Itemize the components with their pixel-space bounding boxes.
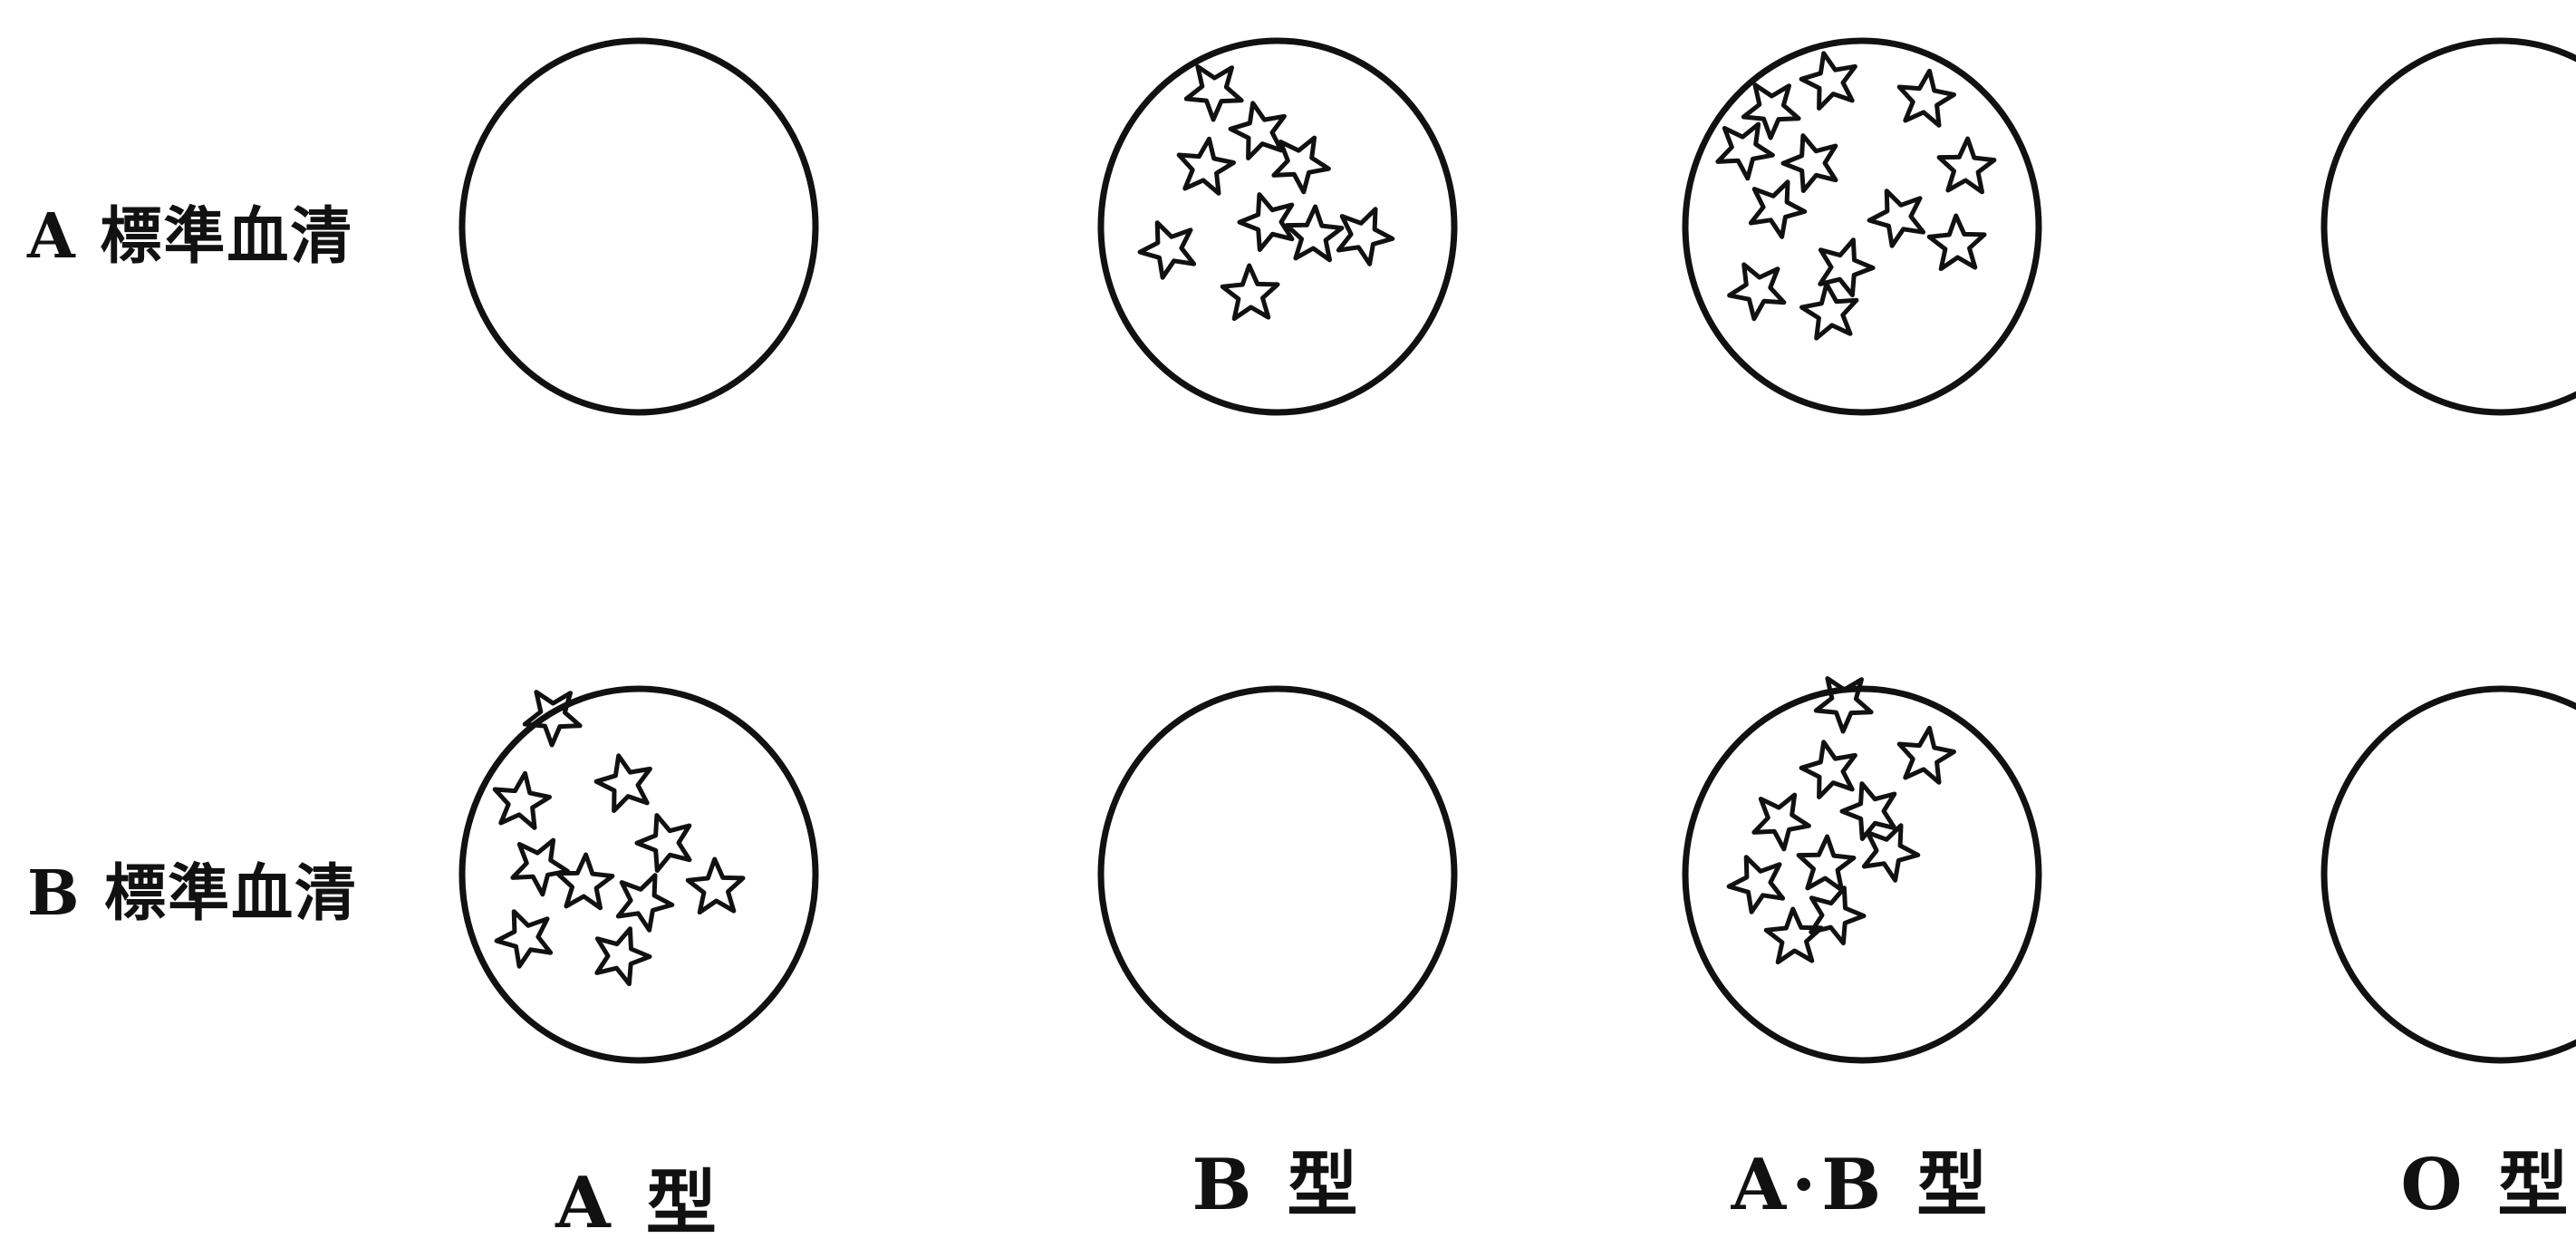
agglutination-star-icon [1754, 795, 1809, 849]
well-row2-col3 [1685, 679, 2039, 1060]
agglutination-star-icon [557, 855, 613, 908]
agglutination-star-icon [1929, 216, 1984, 269]
agglutination-star-icon [513, 840, 568, 895]
agglutination-star-icon [1179, 139, 1233, 193]
agglutination-star-icon [1766, 909, 1821, 963]
well-row2-col1 [462, 689, 815, 1060]
column-label-type-b: B 型 [1192, 1128, 1363, 1230]
well-circle [462, 41, 815, 412]
agglutination-star-icon [1801, 53, 1855, 109]
agglutination-star-icon [1799, 837, 1854, 890]
agglutination-star-icon [1240, 195, 1292, 250]
well-row1-col2 [1101, 41, 1454, 412]
agglutination-star-icon [688, 859, 743, 913]
well-circle [1101, 41, 1454, 412]
agglutination-star-icon [1287, 207, 1342, 260]
agglutination-star-icon [1899, 728, 1954, 782]
agglutination-star-icon [1222, 266, 1278, 319]
agglutination-star-icon [637, 816, 690, 871]
agglutination-star-icon [1338, 209, 1393, 264]
agglutination-star-icon [1274, 138, 1329, 192]
well-row1-col3 [1685, 41, 2039, 412]
agglutination-star-icon [1801, 742, 1855, 798]
column-label-type-a: A 型 [555, 1146, 722, 1248]
well-row2-col4 [2324, 689, 2576, 1060]
well-row1-col1 [462, 41, 815, 412]
agglutination-star-icon [597, 929, 650, 984]
agglutination-star-icon [495, 773, 549, 827]
agglutination-star-icon [497, 912, 551, 966]
column-label-type-ab: A·B 型 [1732, 1128, 1993, 1230]
well-circle [1101, 689, 1454, 1060]
well-row2-col2 [1101, 689, 1454, 1060]
agglutination-star-icon [618, 876, 672, 931]
column-label-type-o: O 型 [2400, 1128, 2573, 1230]
agglutination-star-icon [1186, 67, 1241, 120]
agglutination-star-icon [1140, 223, 1194, 278]
well-circle [1685, 689, 2039, 1060]
agglutination-star-icon [596, 756, 650, 811]
well-circle [2324, 689, 2576, 1060]
well-circle [2324, 41, 2576, 412]
agglutination-star-icon [1939, 139, 1994, 192]
agglutination-star-icon [1864, 826, 1918, 881]
agglutination-star-icon [1869, 191, 1924, 247]
agglutination-star-icon [1751, 182, 1805, 237]
agglutination-star-icon [1811, 888, 1864, 943]
agglutination-star-icon [1783, 136, 1836, 191]
well-circle [1685, 41, 2039, 412]
well-row1-col4 [2324, 41, 2576, 412]
agglutination-star-icon [1730, 265, 1784, 319]
agglutination-star-icon [1230, 103, 1284, 159]
agglutination-star-icon [1899, 71, 1954, 125]
agglutination-star-icon [1718, 124, 1773, 179]
agglutination-star-icon [1729, 857, 1783, 913]
